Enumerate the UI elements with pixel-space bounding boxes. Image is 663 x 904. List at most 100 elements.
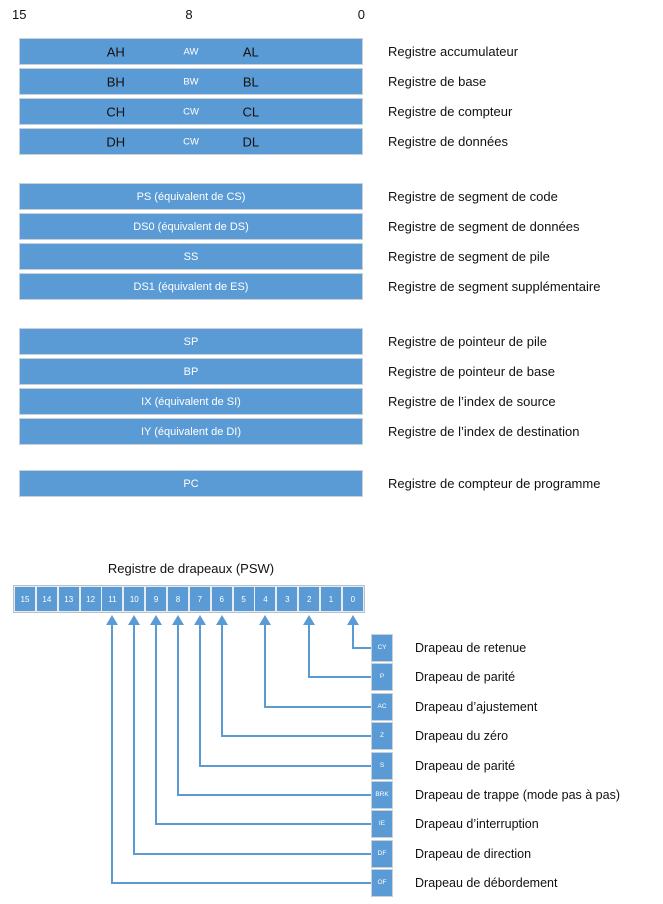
flag-code: CY <box>377 644 387 652</box>
flag-code: OF <box>377 879 387 887</box>
psw-title: Registre de drapeaux (PSW) <box>107 561 275 576</box>
register-row: PC <box>19 470 363 497</box>
flag-description: Drapeau de trappe (mode pas à pas) <box>415 788 620 802</box>
flag-box-of: OF <box>371 869 393 897</box>
register-description: Registre de l’index de source <box>388 394 556 409</box>
register-description: Registre de pointeur de pile <box>388 334 547 349</box>
register-row: IY (équivalent de DI) <box>19 418 363 445</box>
register-description: Registre de segment supplémentaire <box>388 279 601 294</box>
bit-cell-10: 10 <box>124 587 145 611</box>
up-arrow-icon <box>172 615 184 625</box>
up-arrow-icon <box>106 615 118 625</box>
connector-hline <box>352 647 372 649</box>
register-description: Registre de segment de données <box>388 219 580 234</box>
connector-vline <box>199 625 201 766</box>
register-word-label: CW <box>183 106 199 117</box>
flag-code: AC <box>377 703 387 711</box>
flag-box-ie: IE <box>371 810 393 838</box>
connector-vline <box>352 625 354 648</box>
connector-hline <box>177 794 372 796</box>
connector-vline <box>133 625 135 854</box>
connector-hline <box>264 706 372 708</box>
flag-description: Drapeau du zéro <box>415 729 509 743</box>
connector-vline <box>155 625 157 824</box>
up-arrow-icon <box>128 615 140 625</box>
flag-box-cy: CY <box>371 634 393 662</box>
register-description: Registre de base <box>388 74 487 89</box>
bit-scale-label-0: 0 <box>357 7 365 22</box>
connector-hline <box>308 676 372 678</box>
up-arrow-icon <box>347 615 359 625</box>
flag-description: Drapeau de parité <box>415 670 516 684</box>
register-name: SS <box>183 250 199 263</box>
register-description: Registre de segment de pile <box>388 249 550 264</box>
flag-box-ac: AC <box>371 693 393 721</box>
bit-cell-3: 3 <box>277 587 298 611</box>
register-row: SP <box>19 328 363 355</box>
register-name: PS (équivalent de CS) <box>136 190 246 203</box>
connector-hline <box>155 823 372 825</box>
flag-code: Z <box>380 732 384 740</box>
bit-cell-13: 13 <box>58 587 79 611</box>
register-name: BP <box>183 365 199 378</box>
up-arrow-icon <box>303 615 315 625</box>
connector-hline <box>111 882 372 884</box>
connector-hline <box>199 765 372 767</box>
bit-cell-11: 11 <box>102 587 123 611</box>
bit-cell-9: 9 <box>146 587 167 611</box>
connector-vline <box>221 625 223 736</box>
connector-vline <box>177 625 179 795</box>
flag-box-brk: BRK <box>371 781 393 809</box>
connector-hline <box>221 735 372 737</box>
bit-scale-label-15: 15 <box>12 7 27 22</box>
up-arrow-icon <box>150 615 162 625</box>
flag-code: P <box>379 673 385 681</box>
flag-description: Drapeau de parité <box>415 759 516 773</box>
register-low-label: DL <box>242 134 260 149</box>
flag-box-p: P <box>371 663 393 691</box>
bit-cell-5: 5 <box>233 587 254 611</box>
flag-code: IE <box>378 820 386 828</box>
connector-hline <box>133 853 372 855</box>
register-row: BP <box>19 358 363 385</box>
up-arrow-icon <box>259 615 271 625</box>
flag-box-df: DF <box>371 840 393 868</box>
register-description: Registre de pointeur de base <box>388 364 555 379</box>
register-description: Registre de données <box>388 134 508 149</box>
flag-code: S <box>379 762 385 770</box>
connector-vline <box>111 625 113 883</box>
bit-scale-label-8: 8 <box>185 7 193 22</box>
register-high-label: DH <box>106 134 126 149</box>
register-low-label: AL <box>242 44 259 59</box>
register-high-label: CH <box>106 104 126 119</box>
register-description: Registre de segment de code <box>388 189 558 204</box>
up-arrow-icon <box>216 615 228 625</box>
register-name: PC <box>183 477 199 490</box>
flag-code: BRK <box>375 791 389 799</box>
register-name: IX (équivalent de SI) <box>141 395 241 408</box>
register-row: SS <box>19 243 363 270</box>
flag-box-s: S <box>371 752 393 780</box>
register-description: Registre de compteur <box>388 104 513 119</box>
register-word-label: BW <box>183 76 199 87</box>
bit-cell-14: 14 <box>36 587 57 611</box>
register-low-label: BL <box>242 74 259 89</box>
register-row: AH AW AL <box>19 38 363 65</box>
register-description: Registre de l’index de destination <box>388 424 580 439</box>
register-description: Registre de compteur de programme <box>388 476 601 491</box>
flag-description: Drapeau de retenue <box>415 641 527 655</box>
bit-cell-7: 7 <box>189 587 210 611</box>
bit-cell-12: 12 <box>80 587 101 611</box>
up-arrow-icon <box>194 615 206 625</box>
register-low-label: CL <box>242 104 260 119</box>
bit-cell-8: 8 <box>168 587 189 611</box>
register-high-label: AH <box>106 44 125 59</box>
flag-code: DF <box>377 850 387 858</box>
connector-vline <box>264 625 266 707</box>
register-row: CH CW CL <box>19 98 363 125</box>
flag-description: Drapeau d’ajustement <box>415 700 538 714</box>
bit-cell-0: 0 <box>342 587 363 611</box>
register-word-label: AW <box>183 46 199 57</box>
